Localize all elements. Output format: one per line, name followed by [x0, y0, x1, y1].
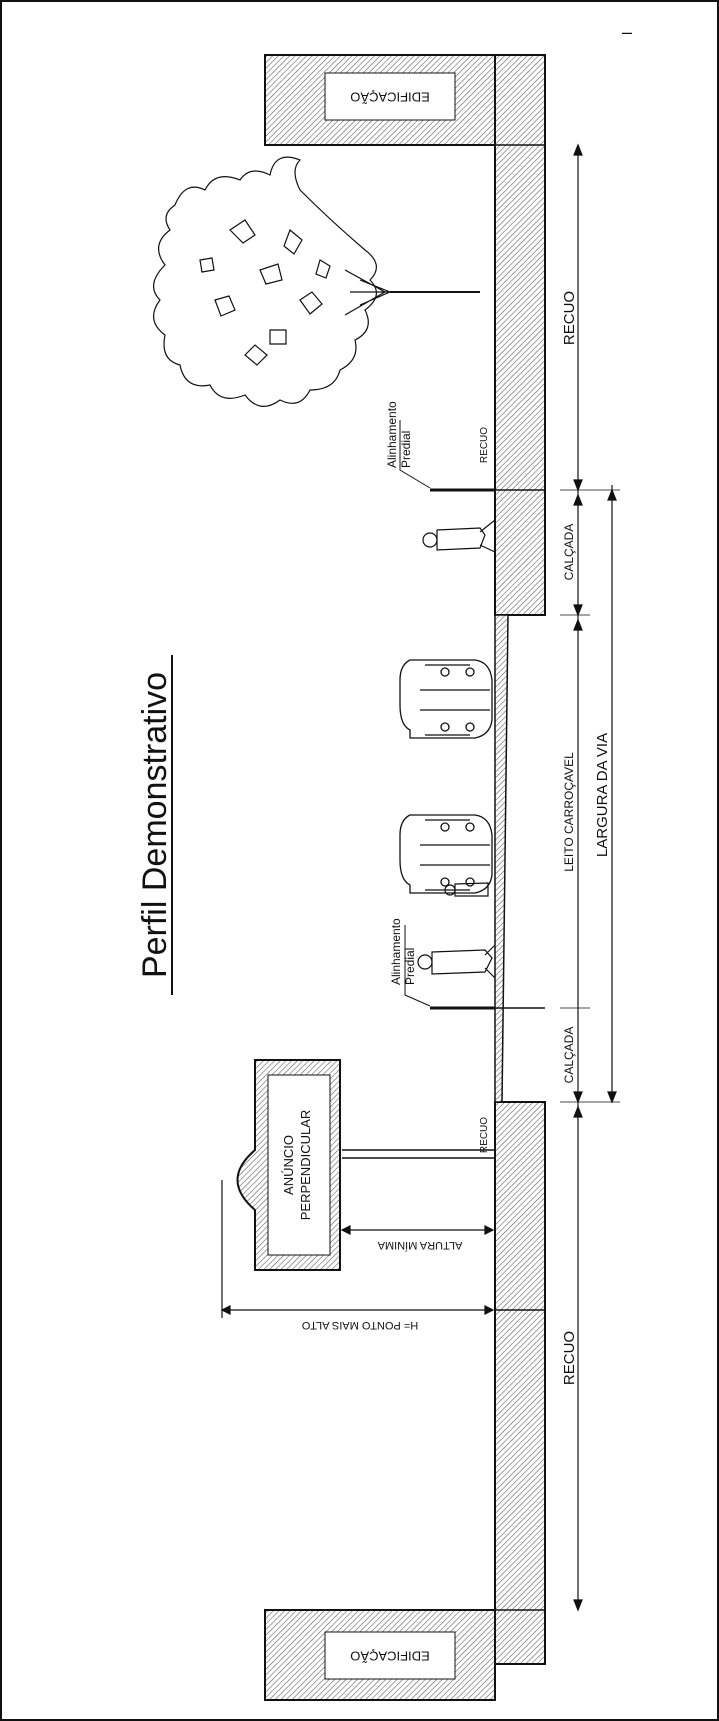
alinhamento-label-bottom-1: Alinhamento	[389, 918, 403, 985]
road-bed	[494, 614, 509, 1103]
edificacao-label-top: EDIFICAÇÃO	[350, 90, 429, 105]
car-icon	[399, 814, 493, 894]
alinhamento-label-top-1: Alinhamento	[385, 401, 399, 468]
altura-minima-dimension	[340, 1225, 495, 1235]
building-bottom: EDIFICAÇÃO	[264, 1609, 496, 1701]
ground-strip	[494, 54, 546, 1665]
recuo-dim-top: RECUO	[561, 291, 578, 345]
recuo-dim-bottom: RECUO	[561, 1331, 578, 1385]
alinhamento-label-bottom-2: Predial	[403, 948, 417, 985]
anuncio-label-2: PERPENDICULAR	[298, 1110, 313, 1221]
pedestrian-icon	[422, 519, 496, 553]
ground-top	[494, 54, 546, 616]
ponto-mais-alto-dimension	[220, 1180, 495, 1318]
alinhamento-marker-bottom: Alinhamento Predial	[389, 918, 495, 1010]
leito-dim: LEITO CARROÇAVEL	[562, 752, 576, 872]
corner-mark: –	[622, 22, 632, 42]
recuo-small-top: RECUO	[479, 427, 490, 463]
dimension-chain	[560, 143, 620, 1612]
alinhamento-marker-top: Alinhamento Predial	[385, 401, 495, 492]
page-title: Perfil Demonstrativo	[136, 672, 174, 978]
building-top: EDIFICAÇÃO	[264, 54, 496, 146]
calcada-dim-top: CALÇADA	[562, 524, 576, 581]
altura-minima-label: ALTURA MÍNIMA	[377, 1239, 462, 1252]
calcada-dim-bottom: CALÇADA	[562, 1027, 576, 1084]
ponto-mais-alto-label: H= PONTO MAIS ALTO	[301, 1319, 418, 1331]
pedestrian-icon	[417, 944, 496, 979]
largura-dim: LARGURA DA VIA	[594, 733, 611, 857]
car-icon	[399, 659, 493, 739]
tree-icon	[153, 156, 480, 407]
anuncio-sign: ANÚNCIO PERPENDICULAR	[236, 1059, 495, 1271]
edificacao-label-bottom: EDIFICAÇÃO	[350, 1649, 429, 1664]
ground-bottom	[494, 1101, 546, 1665]
anuncio-label-1: ANÚNCIO	[281, 1135, 296, 1195]
recuo-small-bottom: RECUO	[479, 1117, 490, 1153]
alinhamento-label-top-2: Predial	[399, 431, 413, 468]
